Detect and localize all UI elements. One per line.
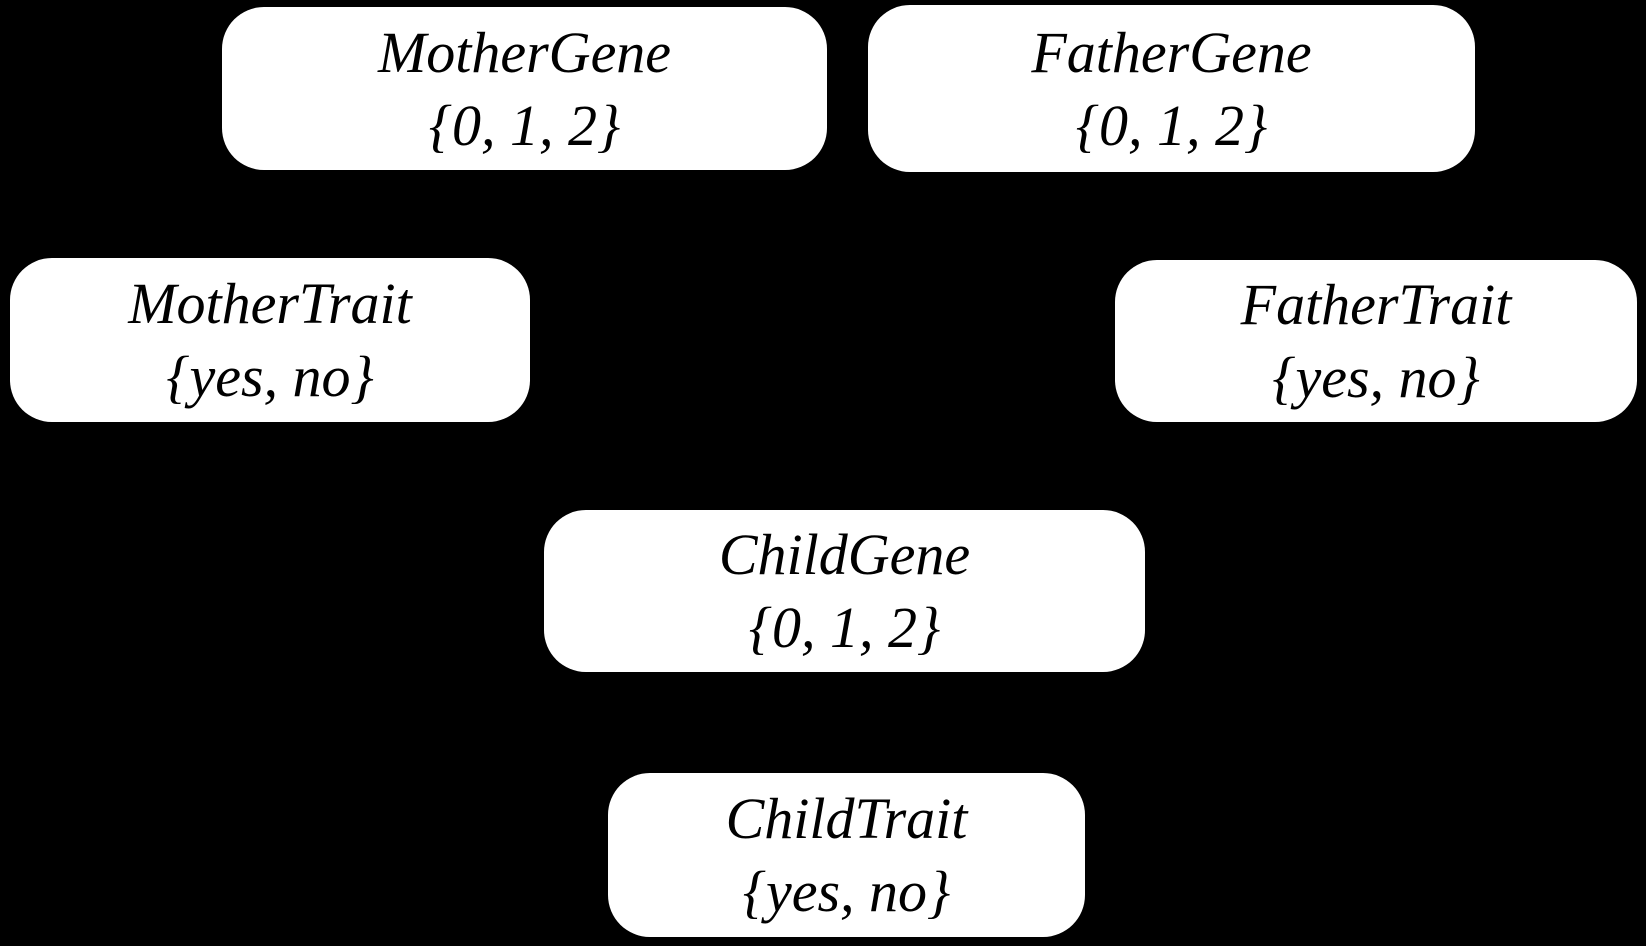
node-child-trait-domain: {yes, no} [742, 859, 951, 924]
node-mother-gene-domain: {0, 1, 2} [428, 92, 621, 158]
node-father-gene-title: FatherGene [1031, 19, 1312, 85]
node-mother-trait: MotherTrait {yes, no} [10, 258, 530, 422]
node-father-gene-domain: {0, 1, 2} [1075, 92, 1268, 158]
node-father-trait-domain: {yes, no} [1272, 345, 1480, 410]
node-father-trait: FatherTrait {yes, no} [1115, 260, 1637, 422]
node-mother-gene: MotherGene {0, 1, 2} [222, 7, 827, 170]
node-mother-trait-title: MotherTrait [128, 271, 412, 336]
node-father-gene: FatherGene {0, 1, 2} [868, 5, 1475, 172]
node-mother-trait-domain: {yes, no} [166, 344, 374, 409]
node-child-gene-title: ChildGene [718, 522, 971, 587]
node-child-gene: ChildGene {0, 1, 2} [544, 510, 1145, 672]
node-mother-gene-title: MotherGene [377, 19, 672, 85]
node-child-trait-title: ChildTrait [725, 786, 968, 851]
node-father-trait-title: FatherTrait [1240, 272, 1512, 337]
node-child-gene-domain: {0, 1, 2} [748, 595, 941, 660]
node-child-trait: ChildTrait {yes, no} [608, 773, 1085, 937]
